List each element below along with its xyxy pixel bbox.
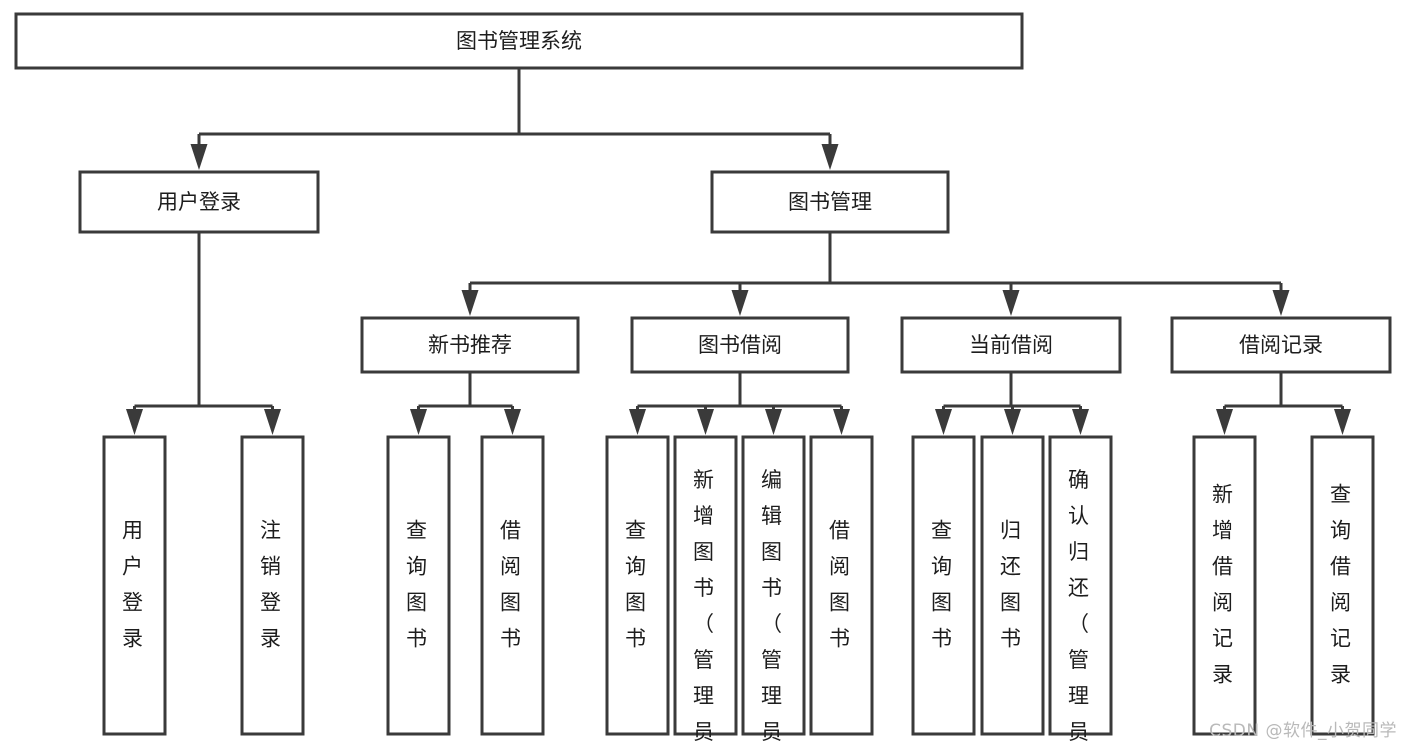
- edge-arrowhead: [731, 290, 749, 316]
- node-label: 归还图书: [1000, 519, 1025, 651]
- edge-arrowhead: [821, 144, 839, 170]
- node-box[interactable]: [900, 316, 1122, 374]
- node-box[interactable]: [360, 316, 580, 374]
- node-b1[interactable]: 查询图书: [605, 435, 670, 736]
- node-l2[interactable]: 注销登录: [240, 435, 305, 736]
- node-label: 新增借阅记录: [1212, 483, 1237, 687]
- node-b2[interactable]: 新增图书（管理员）: [673, 435, 738, 747]
- node-label: 查询借阅记录: [1330, 483, 1355, 687]
- edge-arrowhead: [504, 409, 521, 435]
- node-c3[interactable]: 确认归还（管理员）: [1048, 435, 1113, 747]
- node-r1[interactable]: 新增借阅记录: [1192, 435, 1257, 736]
- node-current[interactable]: 当前借阅: [900, 316, 1122, 374]
- node-box[interactable]: [710, 170, 950, 234]
- edge-arrowhead: [126, 409, 143, 435]
- edge-group-newbook: [410, 372, 521, 435]
- node-label: 图书管理系统: [456, 29, 582, 53]
- node-box[interactable]: [809, 435, 874, 736]
- edges-layer: [126, 68, 1351, 435]
- nodes-layer: 图书管理系统用户登录图书管理新书推荐图书借阅当前借阅借阅记录用户登录注销登录查询…: [14, 12, 1392, 747]
- node-label: 当前借阅: [969, 333, 1053, 357]
- node-box[interactable]: [741, 435, 806, 736]
- node-newbook[interactable]: 新书推荐: [360, 316, 580, 374]
- edge-group-current: [935, 372, 1089, 435]
- node-label: 编辑图书（管理员）: [761, 468, 786, 747]
- edge-arrowhead: [190, 144, 208, 170]
- node-b4[interactable]: 借阅图书: [809, 435, 874, 736]
- node-label: 新书推荐: [428, 333, 512, 357]
- node-box[interactable]: [102, 435, 167, 736]
- node-label: 图书管理: [788, 190, 872, 214]
- node-box[interactable]: [240, 435, 305, 736]
- node-n1[interactable]: 查询图书: [386, 435, 451, 736]
- edge-group-records: [1216, 372, 1351, 435]
- node-login[interactable]: 用户登录: [78, 170, 320, 234]
- edge-arrowhead: [765, 409, 782, 435]
- node-label: 借阅图书: [829, 519, 854, 651]
- node-r2[interactable]: 查询借阅记录: [1310, 435, 1375, 736]
- node-box[interactable]: [14, 12, 1024, 70]
- node-label: 图书借阅: [698, 333, 782, 357]
- node-records[interactable]: 借阅记录: [1170, 316, 1392, 374]
- node-label: 查询图书: [931, 519, 956, 651]
- edge-arrowhead: [935, 409, 952, 435]
- node-box[interactable]: [386, 435, 451, 736]
- edge-group-borrow: [629, 372, 850, 435]
- edge-arrowhead: [1272, 290, 1290, 316]
- node-borrow[interactable]: 图书借阅: [630, 316, 850, 374]
- node-l1[interactable]: 用户登录: [102, 435, 167, 736]
- node-label: 用户登录: [157, 190, 241, 214]
- edge-arrowhead: [833, 409, 850, 435]
- edge-arrowhead: [264, 409, 281, 435]
- edge-arrowhead: [697, 409, 714, 435]
- node-box[interactable]: [480, 435, 545, 736]
- edge-arrowhead: [629, 409, 646, 435]
- node-label: 新增图书（管理员）: [693, 468, 718, 747]
- edge-arrowhead: [410, 409, 427, 435]
- node-box[interactable]: [1048, 435, 1113, 736]
- node-label: 借阅图书: [500, 519, 525, 651]
- node-label: 用户登录: [122, 519, 147, 651]
- node-label: 查询图书: [625, 519, 650, 651]
- edge-group-login: [126, 232, 281, 435]
- node-c2[interactable]: 归还图书: [980, 435, 1045, 736]
- edge-group-bookmgmt: [461, 232, 1290, 316]
- node-box[interactable]: [911, 435, 976, 736]
- node-label: 借阅记录: [1239, 333, 1323, 357]
- node-box[interactable]: [605, 435, 670, 736]
- edge-arrowhead: [1002, 290, 1020, 316]
- node-box[interactable]: [78, 170, 320, 234]
- edge-arrowhead: [1216, 409, 1233, 435]
- node-c1[interactable]: 查询图书: [911, 435, 976, 736]
- node-label: 确认归还（管理员）: [1068, 468, 1093, 747]
- edge-arrowhead: [1072, 409, 1089, 435]
- edge-arrowhead: [1004, 409, 1021, 435]
- edge-group-root: [190, 68, 839, 170]
- node-b3[interactable]: 编辑图书（管理员）: [741, 435, 806, 747]
- node-bookmgmt[interactable]: 图书管理: [710, 170, 950, 234]
- node-label: 查询图书: [406, 519, 431, 651]
- node-box[interactable]: [1170, 316, 1392, 374]
- node-label: 注销登录: [260, 519, 285, 651]
- node-root[interactable]: 图书管理系统: [14, 12, 1024, 70]
- node-box[interactable]: [630, 316, 850, 374]
- edge-arrowhead: [1334, 409, 1351, 435]
- node-box[interactable]: [980, 435, 1045, 736]
- node-n2[interactable]: 借阅图书: [480, 435, 545, 736]
- node-box[interactable]: [1310, 435, 1375, 736]
- node-box[interactable]: [673, 435, 738, 736]
- edge-arrowhead: [461, 290, 479, 316]
- node-box[interactable]: [1192, 435, 1257, 736]
